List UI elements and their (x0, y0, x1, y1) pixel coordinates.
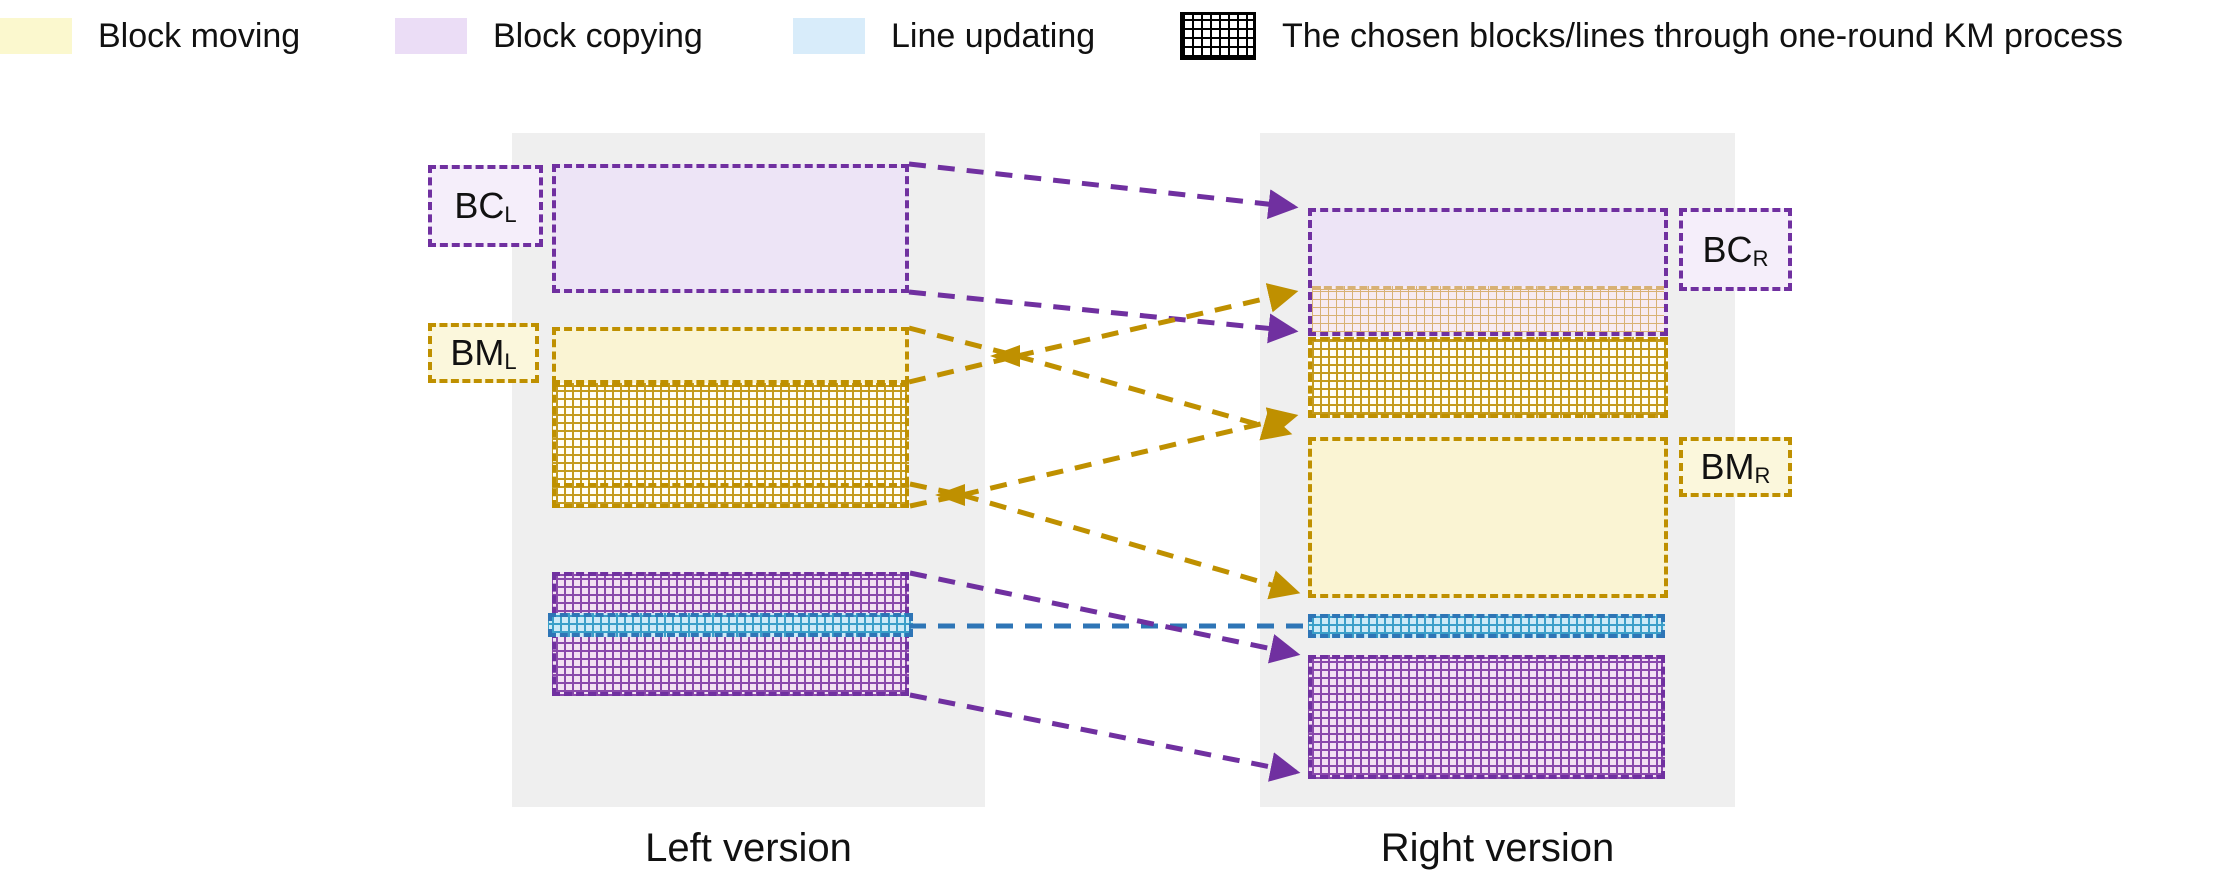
right-chosen-block-purple (1308, 655, 1665, 779)
label-bm-left-text: BM (450, 332, 505, 373)
right-chosen-block-gold (1308, 337, 1668, 418)
block-moving-swatch (0, 18, 72, 54)
legend-item-block-copying: Block copying (395, 13, 703, 59)
label-bc-right-sub: R (1752, 245, 1769, 271)
right-version-caption: Right version (1380, 826, 1615, 870)
label-bm-right-text: BM (1700, 446, 1755, 487)
block-copying-swatch (395, 18, 467, 54)
label-bc-right-text: BC (1702, 228, 1753, 270)
right-block-copying-target (1308, 208, 1668, 336)
connector-arrow (1016, 353, 1293, 441)
right-chosen-strip-tan (1312, 286, 1664, 332)
label-bc-left-sub: L (504, 202, 517, 227)
left-version-caption: Left version (645, 826, 852, 870)
left-chosen-block-purple (548, 572, 913, 696)
fan-vertex-arrowhead (990, 345, 1020, 367)
left-line-updating-strip (548, 613, 913, 637)
legend-item-line-updating: Line updating (793, 13, 1095, 59)
legend-label: Block moving (98, 16, 301, 55)
legend-label: The chosen blocks/lines through one-roun… (1282, 16, 2124, 55)
connector-arrow (961, 492, 1301, 600)
label-bm-right-sub: R (1754, 463, 1771, 488)
left-chosen-block-gold (552, 383, 909, 508)
chosen-blocks-hatch-swatch (1180, 12, 1256, 60)
connector-arrow (961, 407, 1299, 498)
legend-label: Line updating (891, 16, 1096, 55)
label-bc-left-text: BC (454, 185, 505, 226)
right-line-updating-strip (1308, 614, 1665, 638)
legend-item-chosen-blocks: The chosen blocks/lines through one-roun… (1180, 12, 2124, 60)
legend-label: Block copying (493, 16, 703, 55)
right-block-moving-target (1308, 437, 1668, 598)
left-block-moving-source (552, 327, 909, 384)
label-bm-left-sub: L (504, 349, 517, 374)
left-block-copying-source (552, 164, 909, 293)
line-updating-swatch (793, 18, 865, 54)
legend-item-block-moving: Block moving (0, 13, 300, 59)
connector-arrow (1016, 283, 1299, 359)
left-chosen-block-divider (552, 483, 909, 487)
